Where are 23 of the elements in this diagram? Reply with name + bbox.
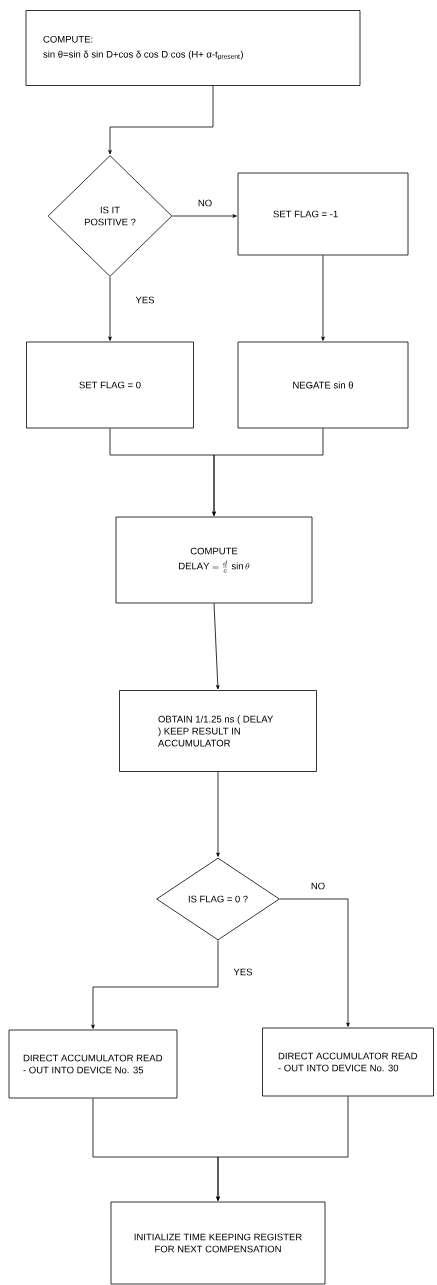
arrow — [108, 276, 112, 341]
arrow — [213, 603, 220, 690]
edge-label: YES — [232, 967, 254, 977]
process-box: COMPUTE: sin θ=sin δ sin D+cos δ cos D cos (H+ α-t$_{present}$) — [25, 10, 361, 86]
edge-label: NO — [309, 881, 327, 891]
process-box: DIRECT ACCUMULATOR READ - OUT INTO DEVICE No. 35 — [8, 1029, 178, 1099]
edge-label: NO — [196, 198, 214, 208]
arrow — [212, 428, 324, 516]
arrow — [216, 1096, 349, 1201]
process-box: SET FLAG = 0 — [26, 341, 194, 429]
arrow — [108, 85, 214, 155]
process-box: OBTAIN 1/1.25 ns ( DELAY ) KEEP RESULT IN ACCUMULATOR — [119, 690, 317, 772]
arrow — [216, 771, 220, 857]
process-box: COMPUTE $\mathrm{DELAY}=\frac{d}{c}\,\sin\theta$ — [115, 516, 313, 604]
arrow — [91, 940, 219, 1029]
process-box: DIRECT ACCUMULATOR READ - OUT INTO DEVICE No. 30 — [262, 1027, 434, 1097]
process-box: SET FLAG = -1 — [237, 172, 409, 256]
arrow — [279, 898, 350, 1027]
edge-label: YES — [134, 295, 156, 305]
arrow — [172, 214, 237, 218]
arrow — [321, 255, 325, 341]
process-box: INITIALIZE TIME KEEPING REGISTER FOR NEXT COMPENSATION — [110, 1201, 326, 1285]
process-box: NEGATE sin θ — [237, 341, 409, 429]
